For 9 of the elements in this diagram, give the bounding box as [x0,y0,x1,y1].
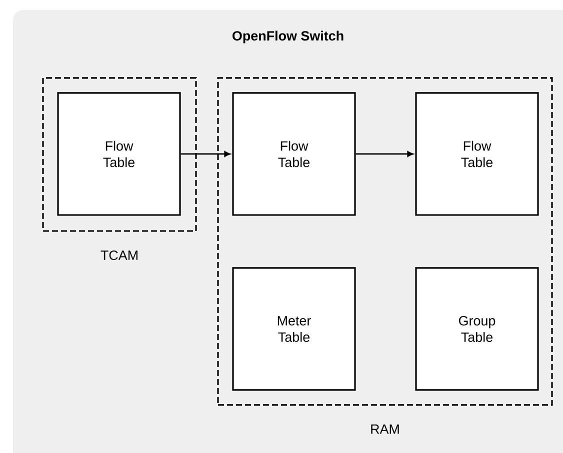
node-label: TCAM [100,250,138,260]
arrow [180,151,230,157]
table-box: Meter Table [232,267,356,391]
table-box: Group Table [415,267,539,391]
table-box: Flow Table [415,92,539,216]
table-box: Flow Table [232,92,356,216]
node-label: RAM [371,424,399,434]
table-box: Flow Table [57,92,181,216]
arrow [356,151,414,157]
